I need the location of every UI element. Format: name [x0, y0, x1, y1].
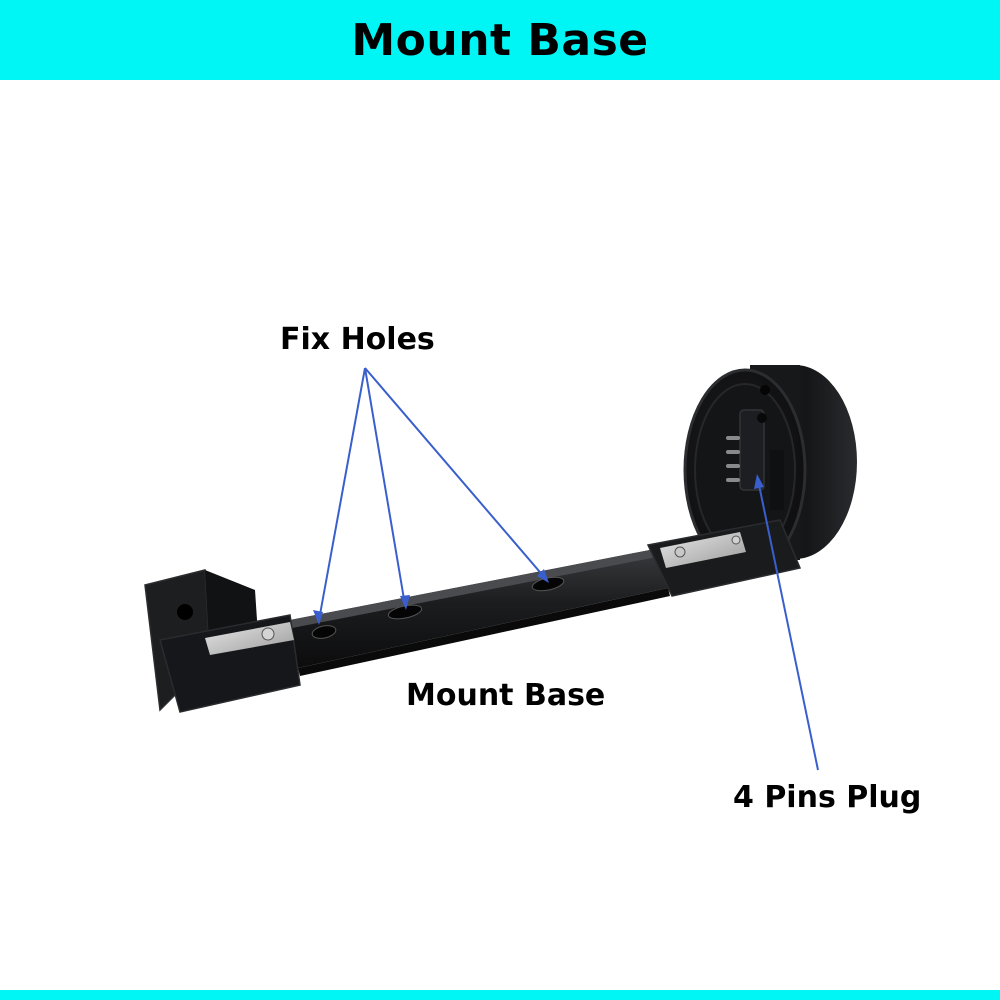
fix-holes-arrows [313, 367, 549, 625]
page-title: Mount Base [351, 14, 649, 66]
fix-holes-label: Fix Holes [280, 322, 435, 357]
pins-plug-arrow [754, 474, 819, 771]
bottom-banner [0, 990, 1000, 1000]
right-bracket [646, 519, 802, 597]
pins-plug-label: 4 Pins Plug [733, 780, 922, 815]
round-housing [683, 365, 857, 572]
fix-hole-slots [311, 576, 565, 639]
left-bracket [144, 569, 301, 713]
title-banner: Mount Base [0, 0, 1000, 80]
plug-pins [726, 436, 740, 482]
rail-bar [290, 548, 670, 676]
mount-base-label: Mount Base [406, 678, 606, 713]
